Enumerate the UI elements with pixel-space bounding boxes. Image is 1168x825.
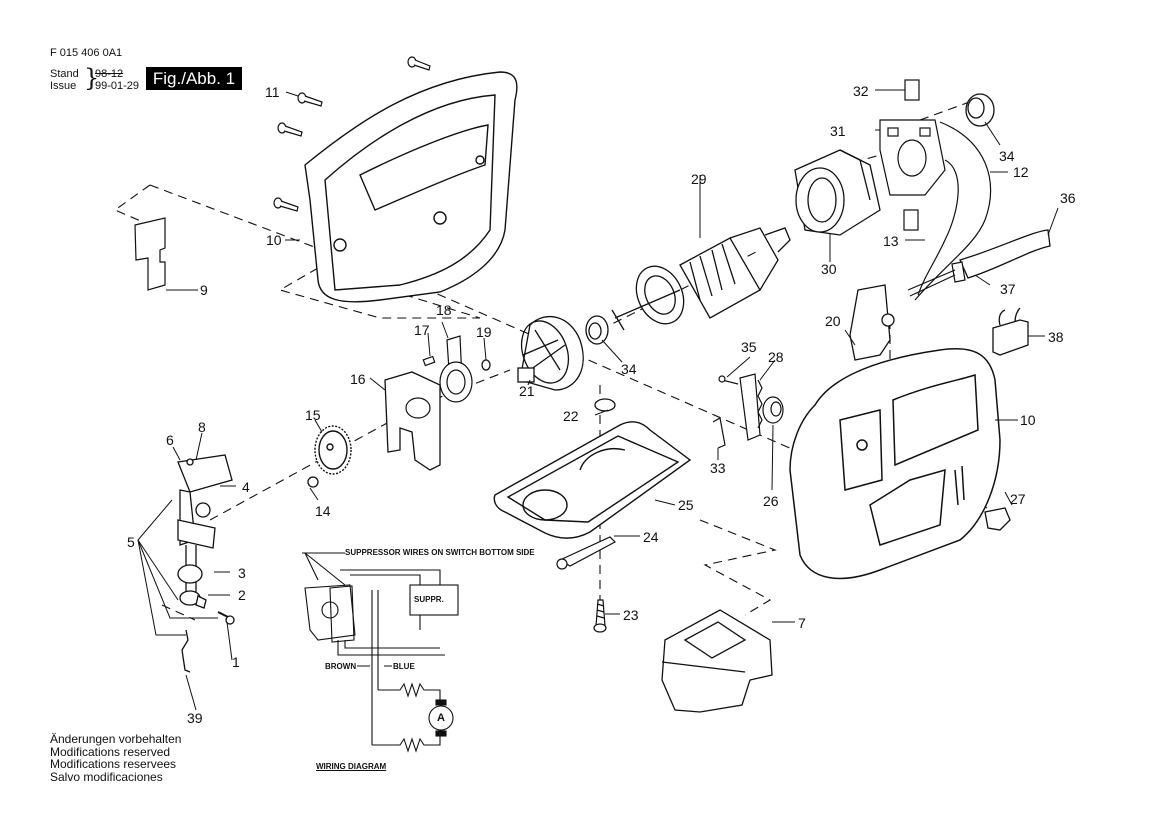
suppressor-box-label: SUPPR.	[414, 595, 444, 604]
brace-icon: }	[84, 64, 100, 92]
callout-1: 1	[232, 654, 240, 670]
field	[794, 149, 881, 236]
power-cord	[907, 229, 1051, 297]
carbon-brush-upper	[904, 79, 920, 101]
footer-notice: Änderungen vorbehalten Modifications res…	[50, 733, 181, 783]
callout-8: 8	[198, 419, 206, 435]
switch-slide-group	[712, 373, 784, 449]
callout-16: 16	[350, 371, 366, 387]
callout-9: 9	[200, 282, 208, 298]
callout-12: 12	[1013, 164, 1029, 180]
callout-leaders	[137, 89, 1059, 711]
callout-4: 4	[242, 479, 250, 495]
housing-right	[789, 348, 1001, 580]
gear-15	[314, 425, 352, 475]
callout-3: 3	[238, 565, 246, 581]
switch	[849, 284, 895, 361]
stand-label: Stand	[50, 68, 79, 80]
armature	[611, 227, 791, 331]
housing-left	[304, 71, 518, 303]
callout-28: 28	[768, 349, 784, 365]
nameplate	[134, 217, 166, 291]
callout-23: 23	[623, 607, 639, 623]
callout-34-upper: 34	[999, 148, 1015, 164]
callout-39: 39	[187, 710, 203, 726]
callout-18: 18	[436, 302, 452, 318]
pin-17	[422, 355, 436, 367]
footer-line-es: Salvo modificaciones	[50, 769, 163, 784]
carbon-brush-lower	[903, 209, 919, 231]
callout-25: 25	[678, 497, 694, 513]
base-screw	[593, 599, 607, 633]
lead-wire-12	[914, 121, 992, 301]
lead-wire-13	[917, 159, 959, 296]
callout-30: 30	[821, 261, 837, 277]
bevel-lever	[556, 536, 616, 570]
callout-5: 5	[127, 534, 135, 550]
callout-33: 33	[710, 460, 726, 476]
callout-20: 20	[825, 313, 841, 329]
callout-17: 17	[414, 322, 430, 338]
bearing-flange	[517, 316, 584, 391]
wiring-diagram-title: WIRING DIAGRAM	[316, 762, 387, 771]
document-number: F 015 406 0A1	[50, 47, 123, 59]
stand-date: 98-12	[95, 68, 124, 80]
brush-holder	[879, 119, 946, 196]
callout-7: 7	[798, 615, 806, 631]
motor-symbol: A	[437, 712, 445, 724]
washer-22	[594, 398, 616, 412]
callout-19: 19	[476, 324, 492, 340]
figure-badge: Fig./Abb. 1	[146, 67, 242, 90]
callout-29: 29	[691, 171, 707, 187]
callout-32: 32	[853, 83, 869, 99]
callout-21: 21	[519, 383, 535, 399]
callout-13: 13	[883, 233, 899, 249]
callout-22: 22	[563, 408, 579, 424]
lock-button	[984, 507, 1011, 531]
callout-26: 26	[763, 493, 779, 509]
callout-27: 27	[1010, 491, 1026, 507]
callout-11: 11	[265, 84, 280, 100]
dust-shroud	[661, 609, 773, 713]
footer-line-de: Änderungen vorbehalten	[50, 732, 182, 746]
callout-10-left: 10	[266, 232, 282, 248]
gear-bushing-14	[307, 476, 319, 488]
wiring-diagram	[302, 552, 459, 753]
issue-label: Issue	[50, 80, 77, 92]
wire-brown-label: BROWN	[325, 662, 357, 671]
bearing-34-upper	[965, 93, 995, 127]
callout-31: 31	[830, 123, 846, 139]
callout-38: 38	[1048, 329, 1064, 345]
plunger-assembly	[177, 454, 235, 673]
callout-35: 35	[741, 339, 757, 355]
callout-37: 37	[1000, 281, 1016, 297]
callout-36: 36	[1060, 190, 1076, 206]
issue-date: 99-01-29	[95, 80, 140, 92]
callout-6: 6	[166, 432, 174, 448]
suppressor-note: SUPPRESSOR WIRES ON SWITCH BOTTOM SIDE	[345, 548, 535, 557]
base-plate	[493, 421, 692, 539]
counterweight-plate	[384, 371, 441, 471]
wire-blue-label: BLUE	[393, 662, 415, 671]
housing-screws	[273, 56, 431, 212]
callout-10-right: 10	[1020, 412, 1036, 428]
callout-15: 15	[305, 407, 321, 423]
bearing-34	[585, 315, 609, 345]
callout-2: 2	[238, 587, 246, 603]
suppressor	[992, 307, 1029, 356]
footer-line-en: Modifications reserved	[50, 744, 171, 759]
callout-34-lower: 34	[621, 361, 637, 377]
callout-24: 24	[643, 529, 659, 545]
cam-lever-18	[439, 335, 473, 403]
washer-19	[481, 359, 491, 371]
callout-14: 14	[315, 503, 331, 519]
footer-line-fr: Modifications reservees	[50, 757, 177, 771]
